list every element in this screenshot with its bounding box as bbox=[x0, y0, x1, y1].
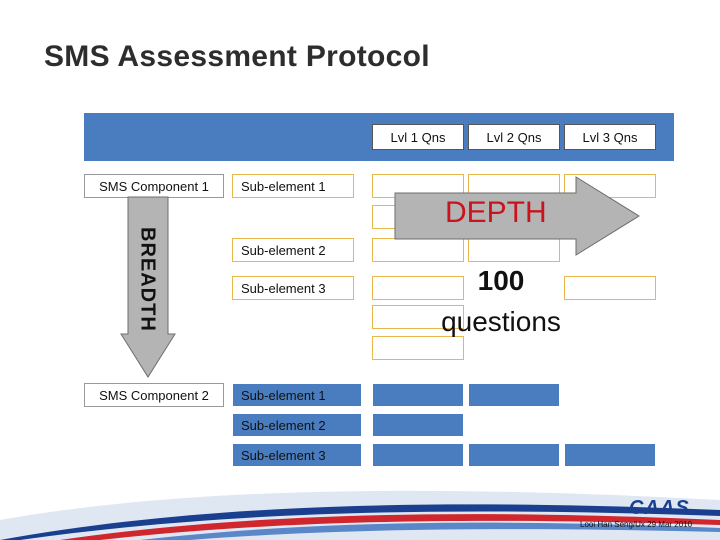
level-1-header: Lvl 1 Qns bbox=[372, 124, 464, 150]
question-cell bbox=[468, 443, 560, 467]
group2-sub-element-2: Sub-element 2 bbox=[232, 413, 362, 437]
question-cell bbox=[372, 276, 464, 300]
group2-sub-element-1: Sub-element 1 bbox=[232, 383, 362, 407]
question-cell bbox=[372, 383, 464, 407]
caas-logo: CAAS bbox=[629, 497, 690, 519]
question-count: 100 bbox=[477, 265, 525, 296]
breadth-arrow bbox=[120, 196, 176, 378]
group2-sub-element-3: Sub-element 3 bbox=[232, 443, 362, 467]
question-cell bbox=[564, 443, 656, 467]
question-cell bbox=[468, 383, 560, 407]
question-cell bbox=[372, 336, 464, 360]
question-cell bbox=[372, 305, 464, 329]
question-count-label: questions bbox=[441, 306, 561, 337]
footer-swoosh bbox=[0, 490, 720, 540]
question-cell bbox=[372, 238, 464, 262]
question-cell bbox=[372, 443, 464, 467]
level-2-header: Lvl 2 Qns bbox=[468, 124, 560, 150]
depth-arrow bbox=[394, 176, 640, 256]
group1-sub-element-3: Sub-element 3 bbox=[232, 276, 354, 300]
group1-sub-element-1: Sub-element 1 bbox=[232, 174, 354, 198]
question-cell bbox=[372, 413, 464, 437]
depth-label: DEPTH bbox=[445, 196, 547, 229]
page-title: SMS Assessment Protocol bbox=[44, 40, 430, 73]
question-cell bbox=[468, 238, 560, 262]
level-3-header: Lvl 3 Qns bbox=[564, 124, 656, 150]
footer-credit: Looi Han Seng/Ux 29 Mar 2010 bbox=[580, 520, 693, 529]
breadth-label: BREADTH bbox=[126, 222, 168, 336]
component-2-label: SMS Component 2 bbox=[84, 383, 224, 407]
component-1-label: SMS Component 1 bbox=[84, 174, 224, 198]
group1-sub-element-2: Sub-element 2 bbox=[232, 238, 354, 262]
question-cell bbox=[564, 276, 656, 300]
breadth-label-text: BREADTH bbox=[136, 226, 159, 332]
